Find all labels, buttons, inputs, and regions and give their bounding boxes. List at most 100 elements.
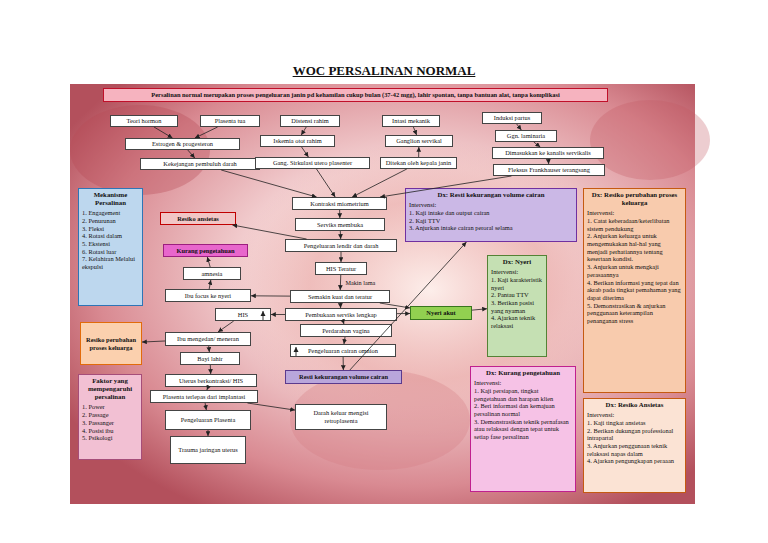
box-text: Persalinan normal merupakan proses penge… [106,91,605,99]
flow-arrow [352,169,407,197]
diagnosis-box: Dx: Kurang pengetahuanIntervensi:1. Kaji… [470,366,576,492]
process-box: Darah keluar mengisi retroplasenta [295,404,387,430]
process-box: Ganglion servikal [385,135,453,147]
box-text: 4. Ajarkan pengungkapan peraaan [587,457,682,465]
box-heading: Dx: Resiko perubahan proses keluarga [587,191,682,207]
box-text: Kekejangan pembuluh darah [143,160,257,168]
edge-label: Makin lama [346,279,376,286]
box-text: 2. Kaji TTV [409,217,573,225]
flow-arrow [207,387,208,390]
box-text: 6. Rotasi luar [82,248,139,256]
process-box: Distensi rahim [280,115,340,127]
flow-arrow [343,321,345,324]
box-text: 2. Berikan dukungan professional intrapa… [587,427,682,442]
box-text: Kontraksi miometrium [295,200,384,208]
process-box: Plasenta tua [200,115,260,127]
box-text: 4. Posisi ibu [82,427,138,435]
box-heading: Mekanisme Persalinan [82,191,139,207]
flow-arrow [344,337,345,344]
diagram-title: WOC PERSALINAN NORMAL [0,63,768,79]
flow-arrow [251,295,290,296]
diagnosis-box: Dx: NyeriIntervensi:1. Kaji karakteristi… [487,255,547,357]
problem-box: Resiko ansietas [160,212,236,225]
box-text: Resiko ansietas [163,215,233,223]
flow-arrow [271,314,285,315]
box-text: 5. Demonstrasikan & anjurkan penggunaan … [587,302,682,325]
flow-arrow [195,127,218,138]
flow-arrow [209,280,211,289]
box-text: Dimasukkan ke kanalis servikalis [495,149,601,157]
process-box: Teori hormon [110,115,178,127]
box-text: Plasenta terlepas dari implantasi [153,393,255,401]
box-text: 3. Passanger [82,419,138,427]
problem-box: Resti kekurangan volume cairan [285,370,402,384]
diagnosis-box: Dx: Resti kekurangan volume cairanInterv… [405,188,577,242]
flow-arrow [221,170,316,197]
box-text: Iskemia otot rahim [263,137,332,145]
box-text: Pembukaan serviks lengkap [288,311,394,319]
box-text: Pengeluaran Plasenta [168,416,248,424]
flow-arrow [210,365,211,374]
info-list-box: Mekanisme Persalinan1. Engagement2. Penu… [78,188,143,306]
problem-box: Kurang pengetahuan [163,244,248,257]
problem-box: Resiko perubahan proses keluarga [80,322,142,365]
up-arrow-symbol [263,311,264,320]
flow-arrow [534,142,540,147]
box-text: 4. Berikan informasi yang tepat dan akra… [587,279,682,302]
box-text: Pengeluaran cairan omnion [293,347,393,355]
box-text: 2. Beri informasi dan kemajuan persalina… [474,402,572,417]
box-text: Resiko perubahan proses keluarga [83,336,139,351]
box-text: Intervensi: [587,411,682,419]
flow-arrow [142,341,165,342]
box-heading: Dx: Kurang pengetahuan [474,369,572,377]
box-text: Estrogen & progesteron [128,140,237,148]
box-heading: Dx: Resiko Ansietas [587,401,682,409]
flow-arrow [232,225,306,239]
box-text: Resti kekurangan volume cairan [288,373,399,381]
box-text: 2. Passage [82,411,138,419]
box-text: Perdarahan vagina [303,327,389,335]
flow-arrow [517,124,522,130]
process-box: Perdarahan vagina [300,324,392,337]
process-box: Uterus berkontraksi/ HIS [165,374,257,387]
flow-arrow [339,210,340,218]
process-box: Kekejangan pembuluh darah [140,158,260,170]
flow-arrow [218,321,234,332]
box-text: 2. Anjurkan keluarga untuk mengemukakan … [587,232,682,263]
flow-arrow [340,275,342,290]
flow-arrow [340,303,341,308]
box-text: Intervensi: [587,209,682,217]
box-text: Induksi partus [485,114,539,122]
box-text: Fleksus Frankhauser terangsang [496,166,602,174]
flow-arrow [205,403,206,410]
box-text: Intasi mekanik [385,117,437,125]
box-text: Intervensi: [409,201,573,209]
definition-band: Persalinan normal merupakan proses penge… [103,88,608,102]
flow-arrow [188,150,195,158]
flow-arrow [208,430,209,436]
box-text: 3. Anjurkan untuk mengkaji perasaannya [587,263,682,278]
box-text: 3. Berikan posisi yang nyaman [491,299,543,314]
flow-arrow [350,242,467,370]
flow-arrow [548,159,549,164]
box-text: 5. Psikologi [82,434,138,442]
box-text: 1. Power [82,403,138,411]
process-box: HIS Teratur [315,262,367,275]
process-box: Dimasukkan ke kanalis servikalis [492,147,604,159]
process-box: Pembukaan serviks lengkap [285,308,397,321]
problem-box: Nyeri akut [410,306,472,320]
box-text: 1. Kaji tingkat ansietas [587,419,682,427]
box-text: 3. Anjurkan intake cairan peroral selama [409,224,573,232]
box-text: Plasenta tua [203,117,257,125]
box-text: 7. Kelahiran Melalui ekspulsi [82,255,139,270]
box-text: 1. Kaji karakteristik nyeri [491,276,543,291]
box-text: Trauma jaringan uterus [173,446,243,454]
process-box: Semakin kuat dan teratur [290,290,390,303]
process-box: Bayi lahir [180,352,240,365]
box-text: Pengeluaran lendir dan darah [288,242,394,250]
box-heading: Dx: Nyeri [491,258,543,266]
box-text: 1. Kaji intake dan output cairan [409,209,573,217]
process-box: Ditekan oleh kepala janin [380,157,457,169]
